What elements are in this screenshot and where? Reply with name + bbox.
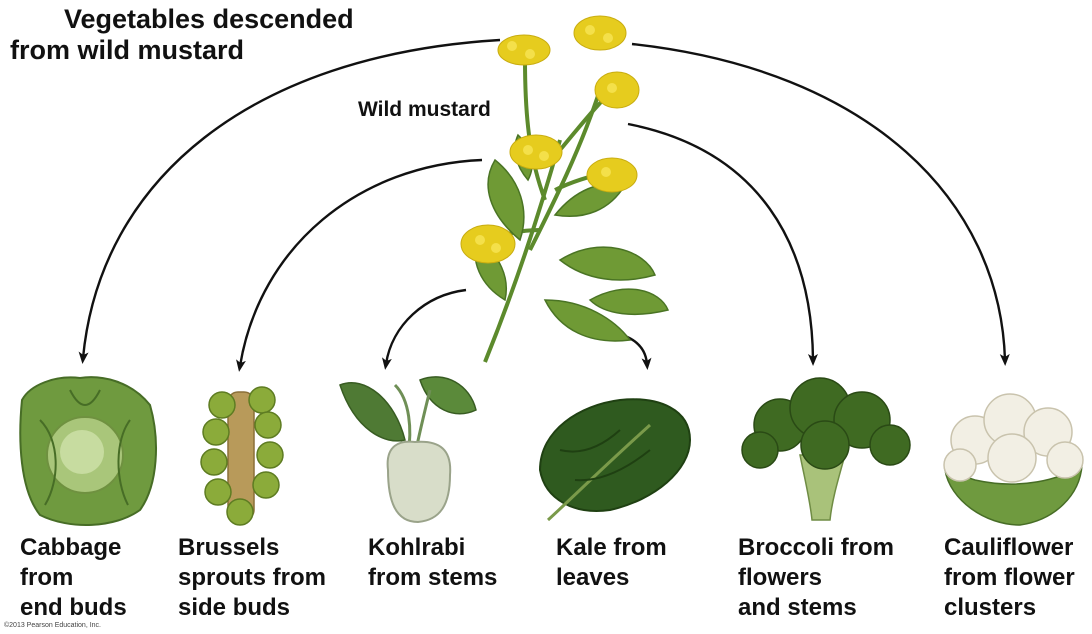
diagram-title: Vegetables descended from wild mustard (10, 4, 354, 66)
caption-line: from stems (368, 563, 497, 593)
title-line-1: Vegetables descended (10, 4, 354, 35)
arrow-to-cauliflower (632, 44, 1005, 360)
caption-cabbage: Cabbage from end buds (20, 533, 127, 623)
copyright-notice: ©2013 Pearson Education, Inc. (4, 622, 101, 629)
caption-line: Kale from (556, 533, 667, 563)
caption-brussels: Brussels sprouts from side buds (178, 533, 326, 623)
caption-line: Brussels (178, 533, 326, 563)
broccoli-image (742, 378, 910, 520)
caption-line: Broccoli from (738, 533, 894, 563)
title-line-2: from wild mustard (10, 35, 354, 66)
caption-broccoli: Broccoli from flowers and stems (738, 533, 894, 623)
wild-mustard-plant (461, 16, 668, 362)
caption-line: end buds (20, 593, 127, 623)
cabbage-image (20, 377, 156, 525)
caption-kale: Kale from leaves (556, 533, 667, 593)
arrow-to-kohlrabi (386, 290, 466, 364)
caption-line: from (20, 563, 127, 593)
caption-line: side buds (178, 593, 326, 623)
caption-line: Kohlrabi (368, 533, 497, 563)
cauliflower-image (944, 394, 1083, 525)
caption-line: Cauliflower (944, 533, 1075, 563)
caption-line: Cabbage (20, 533, 127, 563)
caption-line: leaves (556, 563, 667, 593)
brussels-sprouts-image (201, 387, 283, 525)
caption-kohlrabi: Kohlrabi from stems (368, 533, 497, 593)
kale-image (540, 399, 690, 520)
caption-line: clusters (944, 593, 1075, 623)
wild-mustard-label: Wild mustard (358, 98, 491, 122)
arrows (83, 40, 1005, 366)
caption-line: and stems (738, 593, 894, 623)
arrow-to-brussels (240, 160, 482, 366)
kohlrabi-image (340, 377, 476, 522)
arrow-to-broccoli (628, 124, 813, 360)
caption-cauliflower: Cauliflower from flower clusters (944, 533, 1075, 623)
caption-line: from flower (944, 563, 1075, 593)
caption-line: flowers (738, 563, 894, 593)
caption-line: sprouts from (178, 563, 326, 593)
arrow-to-cabbage (83, 40, 500, 358)
